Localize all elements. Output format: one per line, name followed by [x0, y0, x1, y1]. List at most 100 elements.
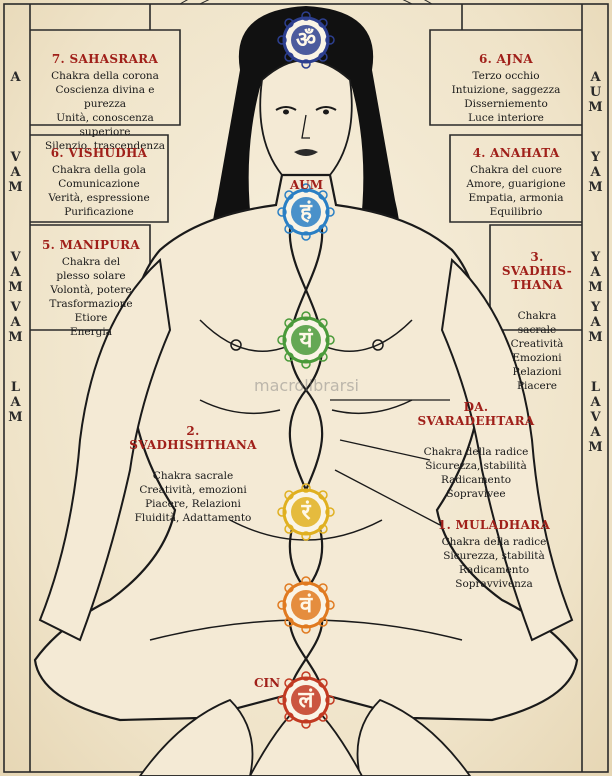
chakra-petal [318, 52, 328, 62]
panel-line: Chakra della radice [423, 446, 529, 458]
panel-line: Chakra del [61, 256, 121, 268]
chakra-petal [284, 52, 294, 62]
chakra-petal [301, 576, 311, 586]
panel-line: Sopravvivenza [455, 578, 533, 590]
chakra-petal [301, 624, 311, 634]
chakra-petal [301, 59, 311, 69]
panel-line: Relazioni [512, 366, 562, 378]
chakra-petal [277, 335, 287, 345]
chakra-muladhara-glyph: लं [298, 687, 314, 713]
panel-line: Radicamento [440, 474, 512, 486]
panel-line: Chakra della corona [51, 70, 159, 82]
panel-line: Coscienza divina e purezza [55, 84, 155, 110]
panel-line: Etiore [74, 312, 108, 324]
chakra-petal [318, 352, 328, 362]
panel-title: 6. VISHUDHA [50, 146, 148, 160]
panel-line: Chakra della radice [441, 536, 547, 548]
panel-line: Volontà, potere [50, 284, 132, 296]
chakra-petal [284, 712, 294, 722]
panel-title: 6. AJNA [478, 52, 534, 66]
panel-line: Intuizione, saggezza [451, 84, 561, 96]
panel-line: Creatività [510, 338, 564, 350]
panel-line: Disserniemento [464, 98, 548, 110]
mantra-bottom: CIN [254, 676, 281, 690]
panel-title: DA. SVARADEHTARA [417, 400, 535, 428]
chakra-petal [284, 617, 294, 627]
panel-line: Terzo occhio [472, 70, 540, 82]
chakra-vishudha-core [291, 197, 321, 227]
chakra-petal [301, 11, 311, 21]
chakra-petal [301, 483, 311, 493]
chakra-petal [284, 352, 294, 362]
mantra-top: AUM [290, 178, 324, 192]
panel-line: Silenzio, trascendenza [44, 140, 165, 152]
panel-line: Trasformazione [49, 298, 133, 310]
chakra-petal [318, 617, 328, 627]
chakra-petal [325, 335, 335, 345]
chakra-petal [318, 524, 328, 534]
chakra-petal [277, 207, 287, 217]
chakra-anahata-glyph: यं [299, 327, 313, 353]
panel-line: Empatia, armonia [468, 192, 564, 204]
panel-line: Verità, espressione [48, 192, 150, 204]
chakra-petal [318, 583, 328, 593]
panel-line: Unità, conoscenza superiore [56, 112, 154, 138]
panel-line: sacrale [517, 324, 557, 336]
chakra-petal [318, 18, 328, 28]
chakra-petal [284, 18, 294, 28]
chakra-petal [325, 600, 335, 610]
panel-line: Equilibrio [489, 206, 543, 218]
panel-line: Fluidità, Adattamento [134, 512, 252, 524]
panel-line: Piacere, Relazioni [145, 498, 241, 510]
panel-title: 4. ANAHATA [472, 146, 560, 160]
chakra-petal [277, 600, 287, 610]
chakra-petal [277, 35, 287, 45]
panel-line: plesso solare [56, 270, 126, 282]
chakra-petal [284, 224, 294, 234]
chakra-sahasrara-core [291, 25, 321, 55]
panel-line: Chakra della gola [52, 164, 146, 176]
chakra-petal [301, 671, 311, 681]
panel-line: Sicurezza, stabilità [425, 460, 527, 472]
chakra-petal [284, 678, 294, 688]
chakra-petal [284, 583, 294, 593]
chakra-anahata-core [291, 325, 321, 355]
panel-line: Luce interiore [468, 112, 544, 124]
chakra-petal [318, 712, 328, 722]
chakra-petal [325, 207, 335, 217]
panel-line: Piacere [516, 380, 557, 392]
panel-line: Amore, guarigione [466, 178, 566, 190]
chakra-svadhishthana-core [291, 590, 321, 620]
panel-title: 7. SAHASRARA [51, 52, 159, 66]
panel-title: 5. MANIPURA [42, 238, 140, 252]
panel-line: Sopravivee [446, 488, 506, 500]
chakra-svadhishthana-glyph: वं [299, 592, 313, 618]
panel-line: Chakra [517, 310, 557, 322]
chakra-petal [301, 231, 311, 241]
panel-line: Purificazione [64, 206, 134, 218]
chakra-petal [301, 359, 311, 369]
panel-line: Emozioni [512, 352, 562, 364]
panel-title: 3. SVADHIS- THANA [501, 250, 573, 292]
watermark: macrolibrarsi [254, 376, 359, 395]
chakra-petal [284, 190, 294, 200]
chakra-petal [284, 524, 294, 534]
panel-line: Creatività, emozioni [139, 484, 247, 496]
